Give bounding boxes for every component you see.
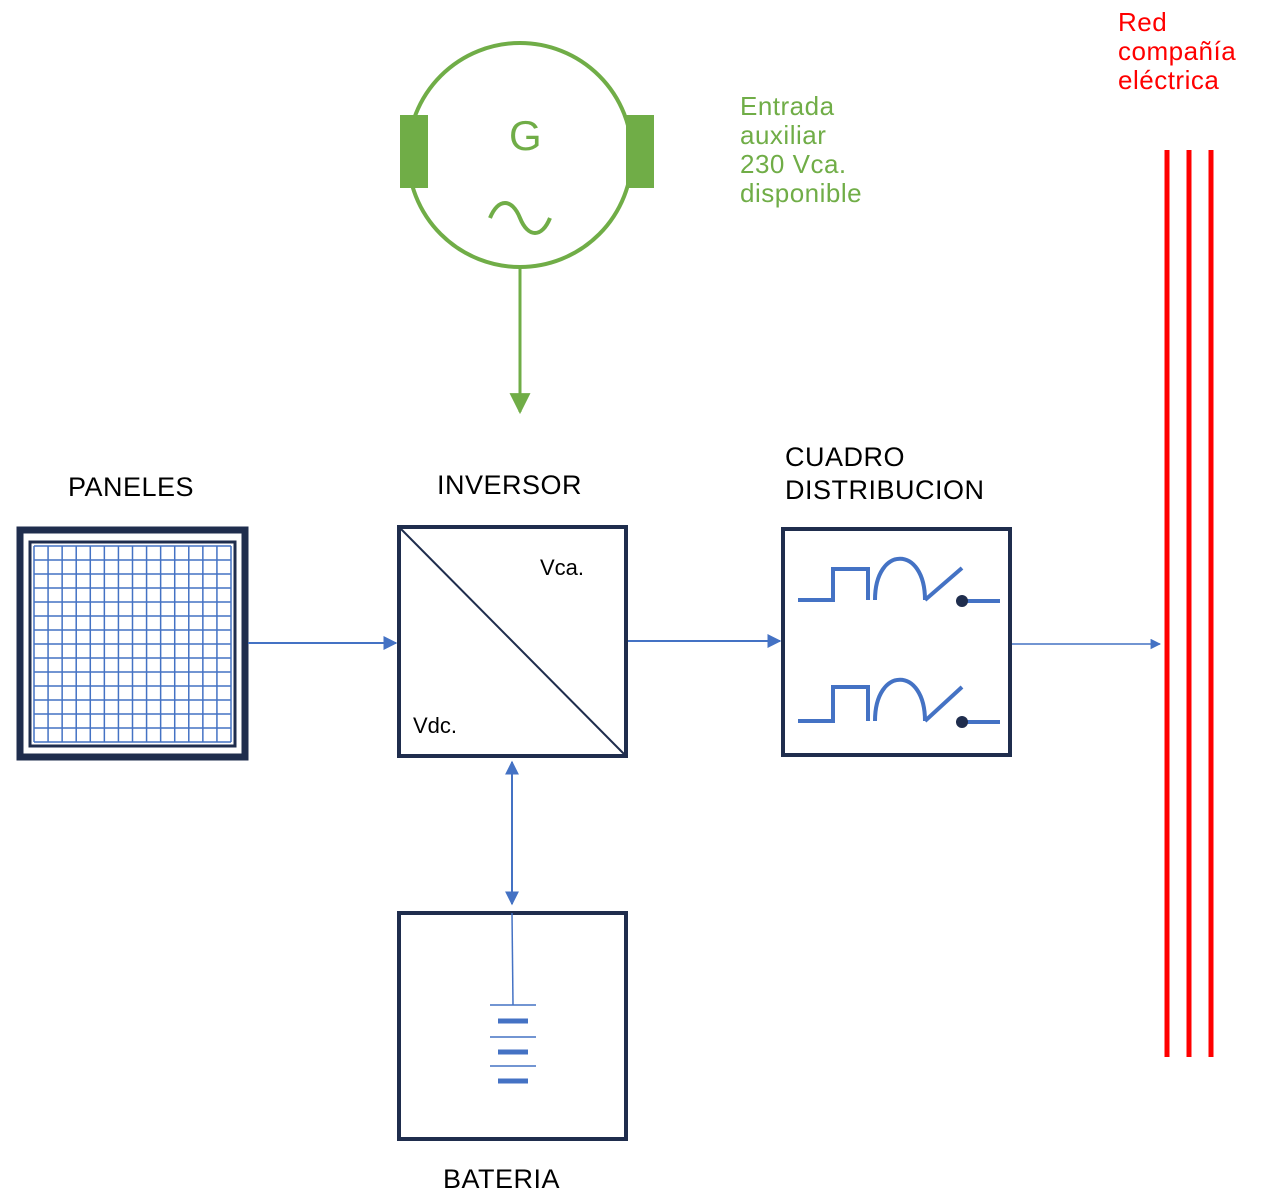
inverter-box: [397, 525, 628, 758]
dc-side-label: Vdc.: [413, 713, 458, 738]
generator-icon: [400, 41, 654, 269]
circuit-breaker-icon: [798, 556, 1000, 607]
panelboard-label-line1: CUADRO: [785, 442, 906, 472]
distribution-box: [781, 527, 1012, 757]
battery-label: BATERIA: [443, 1164, 561, 1194]
ac-wave-icon: [488, 201, 552, 235]
aux-input-line1: Entrada: [740, 91, 835, 121]
ac-side-label: Vca.: [540, 555, 585, 580]
grid-label-line2: compañía: [1118, 36, 1237, 66]
circuit-breaker-icon: [798, 677, 1000, 728]
grid-label-line1: Red: [1118, 7, 1168, 37]
aux-input-line3: 230 Vca.: [740, 149, 847, 179]
inverter-label: INVERSOR: [437, 470, 583, 500]
panels-label: PANELES: [68, 472, 195, 502]
grid-label-line3: eléctrica: [1118, 65, 1220, 95]
aux-input-line4: disponible: [740, 178, 863, 208]
panelboard-label-line2: DISTRIBUCION: [785, 475, 985, 505]
battery-icon: [490, 912, 536, 1084]
aux-input-line2: auxiliar: [740, 120, 827, 150]
generator-letter: G: [509, 112, 542, 159]
solar-panel-grid-icon: [16, 526, 249, 761]
grid-lines-icon: [1164, 150, 1214, 1057]
